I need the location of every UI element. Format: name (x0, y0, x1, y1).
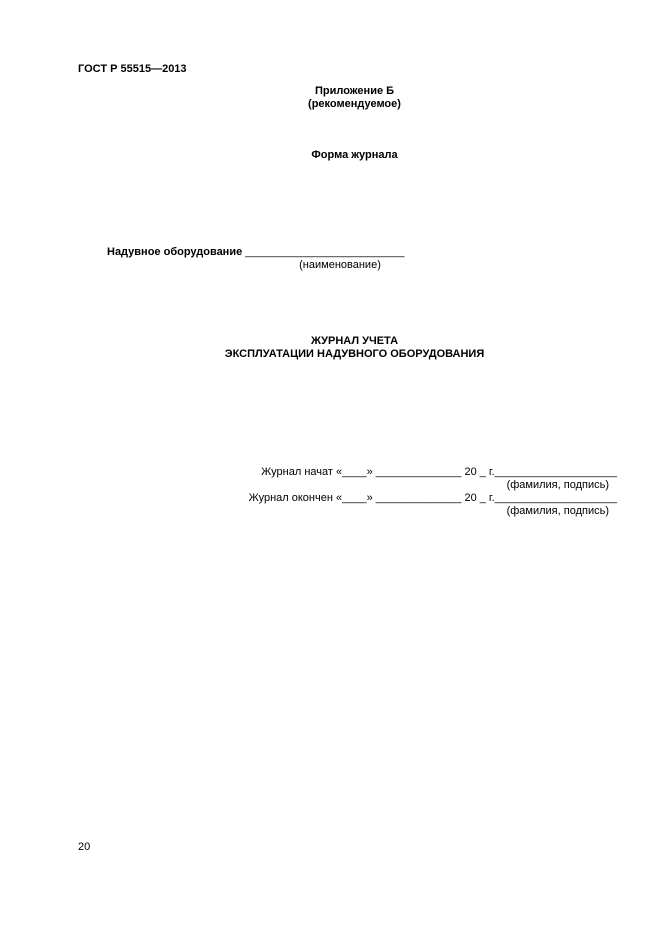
equipment-label: Надувное оборудование (107, 246, 243, 258)
journal-ended-caption: (фамилия, подпись) (506, 505, 609, 517)
journal-title-line1: ЖУРНАЛ УЧЕТА (310, 335, 399, 347)
equipment-line: Надувное оборудование __________________… (107, 246, 404, 258)
appendix-heading: Приложение Б (рекомендуемое) (24, 85, 661, 111)
standard-number: ГОСТ Р 55515—2013 (78, 63, 187, 75)
form-title: Форма журнала (311, 149, 398, 161)
journal-started-caption: (фамилия, подпись) (506, 479, 609, 491)
journal-ended-line: Журнал окончен «____» ______________ 20 … (248, 492, 617, 504)
journal-title: ЖУРНАЛ УЧЕТА ЭКСПЛУАТАЦИИ НАДУВНОГО ОБОР… (24, 335, 661, 361)
equipment-blank-line: __________________________ (245, 246, 405, 258)
journal-dates-block: Журнал начат «____» ______________ 20 _ … (249, 466, 617, 518)
appendix-subtitle: (рекомендуемое) (308, 98, 401, 110)
page-number: 20 (78, 841, 91, 853)
journal-started-line: Журнал начат «____» ______________ 20 _ … (261, 466, 617, 478)
journal-title-line2: ЭКСПЛУАТАЦИИ НАДУВНОГО ОБОРУДОВАНИЯ (224, 348, 485, 360)
appendix-title: Приложение Б (314, 85, 395, 97)
equipment-caption: (наименование) (299, 259, 381, 271)
